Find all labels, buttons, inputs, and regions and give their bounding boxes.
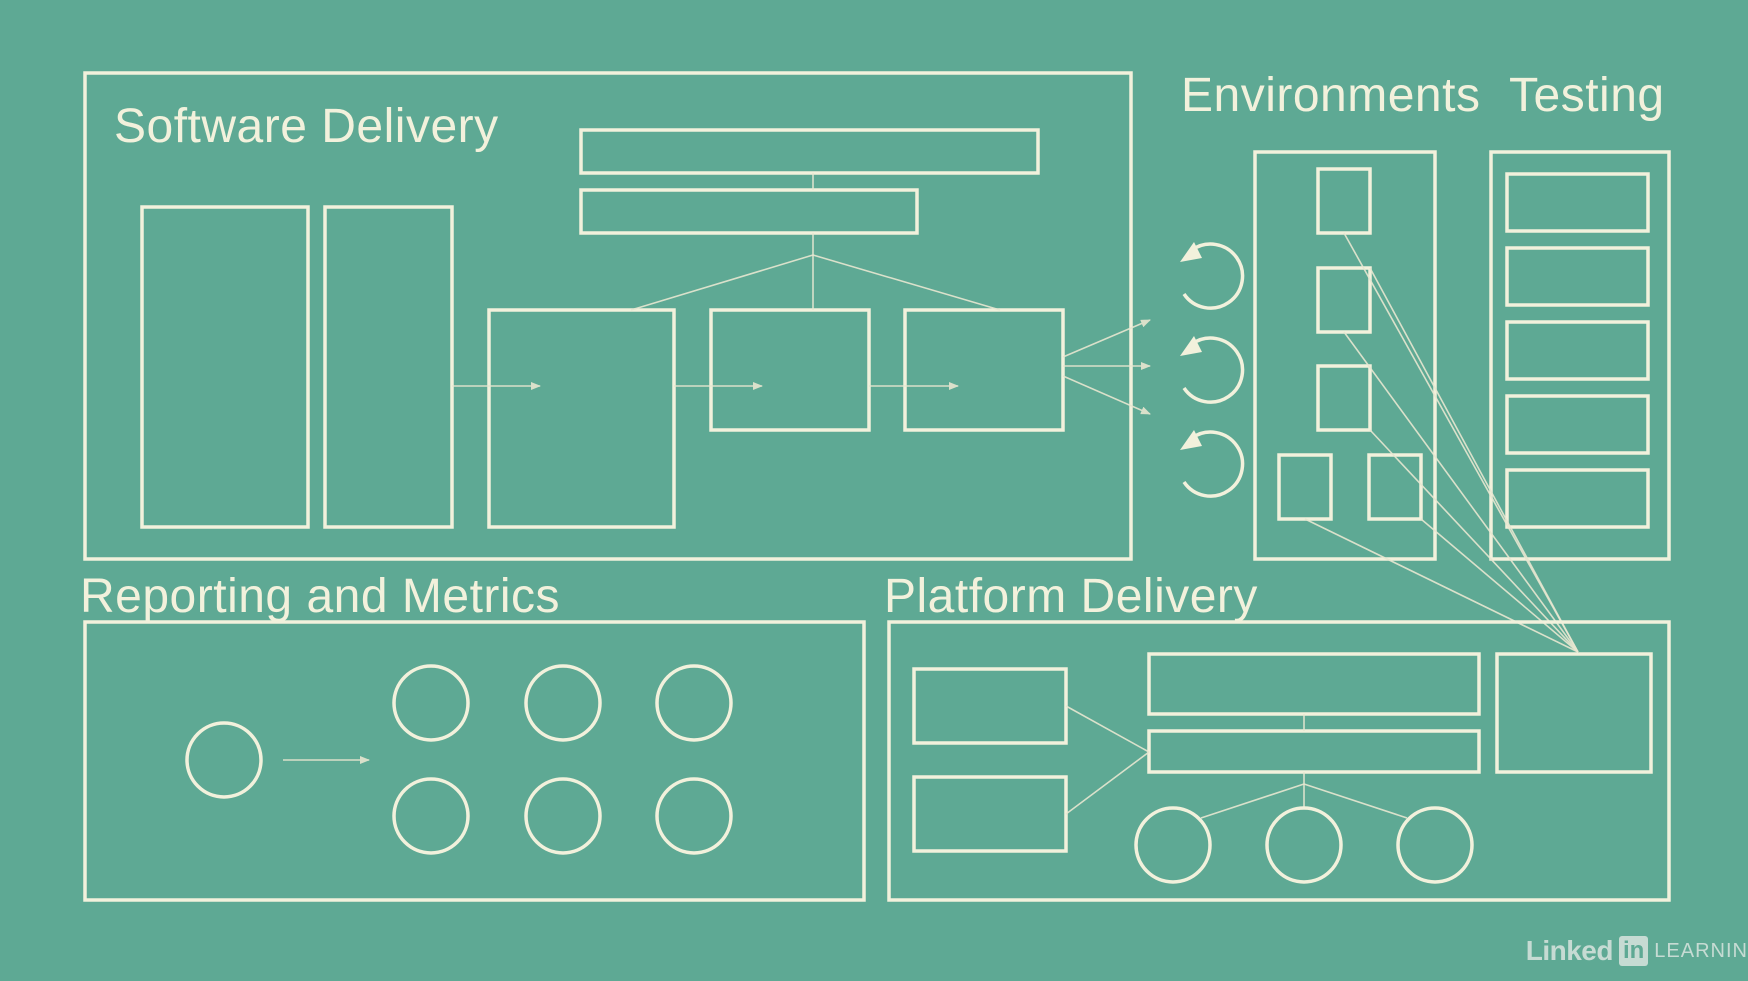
env-node-5 bbox=[1367, 453, 1423, 521]
test-row-1 bbox=[1505, 172, 1650, 233]
watermark-product: LEARNIN bbox=[1654, 939, 1748, 962]
sd-stage-3 bbox=[903, 308, 1065, 432]
pd-node bbox=[1265, 806, 1343, 884]
platform-title: Platform Delivery bbox=[884, 570, 1258, 623]
env-link-5 bbox=[1304, 518, 1579, 653]
cycle-icon bbox=[1180, 242, 1245, 310]
pd-input-2 bbox=[912, 775, 1068, 853]
linkedin-learning-watermark: Linked in LEARNIN bbox=[1526, 935, 1748, 967]
pd-node bbox=[1396, 806, 1474, 884]
pd-bar-2 bbox=[1147, 729, 1481, 774]
sd-stage-2 bbox=[709, 308, 871, 432]
sd-env-arrow-1 bbox=[1062, 319, 1151, 358]
pd-fan-3 bbox=[1303, 783, 1408, 819]
sd-top-bar-2 bbox=[579, 188, 919, 235]
linkedin-logo-icon: in bbox=[1618, 936, 1649, 966]
env-link-6 bbox=[1420, 518, 1579, 653]
platform-panel bbox=[887, 620, 1671, 902]
sd-env-arrow-3 bbox=[1062, 375, 1151, 415]
pd-input-link-2 bbox=[1065, 751, 1150, 815]
environments-panel bbox=[1253, 150, 1437, 561]
reporting-title: Reporting and Metrics bbox=[80, 570, 561, 623]
testing-title: Testing bbox=[1509, 69, 1665, 122]
metrics-node bbox=[655, 777, 733, 855]
sd-column-1 bbox=[140, 205, 310, 529]
metrics-node bbox=[655, 664, 733, 742]
test-row-5 bbox=[1505, 468, 1650, 529]
pd-input-link-1 bbox=[1065, 705, 1150, 753]
env-link-1 bbox=[1343, 232, 1579, 653]
pd-input-1 bbox=[912, 667, 1068, 745]
pd-bar-1 bbox=[1147, 652, 1481, 716]
env-node-4 bbox=[1277, 453, 1333, 521]
env-link-4 bbox=[1369, 429, 1579, 653]
sd-top-bar-1 bbox=[579, 128, 1040, 175]
sd-fan-line-1 bbox=[630, 254, 814, 311]
sd-fan-line-3 bbox=[812, 254, 1001, 311]
pd-node bbox=[1134, 806, 1212, 884]
metrics-node bbox=[392, 777, 470, 855]
env-link-2 bbox=[1369, 267, 1579, 653]
env-node-3 bbox=[1316, 364, 1372, 432]
software-delivery-panel bbox=[83, 71, 1133, 561]
pd-fan-1 bbox=[1200, 783, 1305, 819]
watermark-brand: Linked bbox=[1525, 935, 1614, 966]
env-link-3 bbox=[1343, 331, 1579, 653]
sd-column-2 bbox=[323, 205, 454, 529]
cycle-icon bbox=[1180, 336, 1245, 404]
test-row-4 bbox=[1505, 394, 1650, 455]
metrics-node bbox=[524, 664, 602, 742]
pd-target-box bbox=[1495, 652, 1653, 774]
software-delivery-title: Software Delivery bbox=[114, 100, 499, 153]
testing-panel bbox=[1489, 150, 1671, 561]
environments-title: Environments bbox=[1181, 69, 1481, 122]
metrics-node bbox=[524, 777, 602, 855]
metrics-source-node bbox=[185, 721, 263, 799]
metrics-node bbox=[392, 664, 470, 742]
reporting-panel bbox=[83, 620, 866, 902]
cycle-icon bbox=[1180, 430, 1245, 498]
test-row-3 bbox=[1505, 320, 1650, 381]
test-row-2 bbox=[1505, 246, 1650, 307]
env-node-2 bbox=[1316, 266, 1372, 334]
env-node-1 bbox=[1316, 167, 1372, 235]
sd-stage-1 bbox=[487, 308, 676, 529]
